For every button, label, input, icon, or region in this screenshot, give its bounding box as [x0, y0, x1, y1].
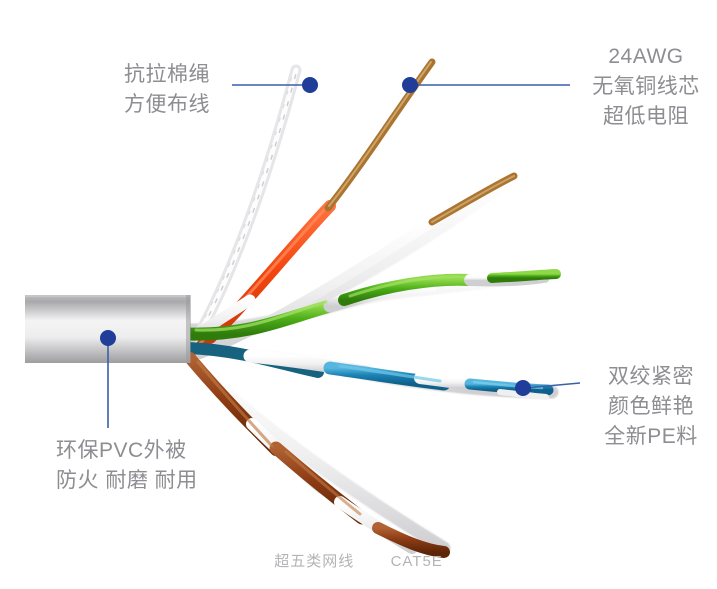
brown-white-pair: [184, 352, 450, 558]
callout-conductor-text: 24AWG 无氧铜线芯 超低电阻: [592, 45, 700, 128]
marker-conductor: [402, 77, 418, 93]
product-caption: 超五类网线 CAT5E: [0, 550, 717, 571]
callout-jacket-text: 环保PVC外被 防火 耐磨 耐用: [56, 439, 198, 492]
caption-en: CAT5E: [390, 553, 443, 570]
caption-cn: 超五类网线: [274, 553, 355, 570]
callout-pairs-text: 双绞紧密 颜色鲜艳 全新PE料: [604, 365, 698, 448]
copper-conductor-strand: [195, 172, 518, 359]
callout-markers: [100, 77, 531, 396]
callout-ripcord-text: 抗拉棉绳 方便布线: [124, 63, 210, 116]
blue-white-pair: [182, 342, 554, 400]
leader-lines: [107, 84, 581, 428]
marker-jacket: [100, 330, 116, 346]
orange-conductor-strand: [184, 58, 436, 362]
marker-pairs: [515, 380, 531, 396]
marker-ripcord: [302, 77, 318, 93]
green-white-pair: [181, 269, 561, 341]
